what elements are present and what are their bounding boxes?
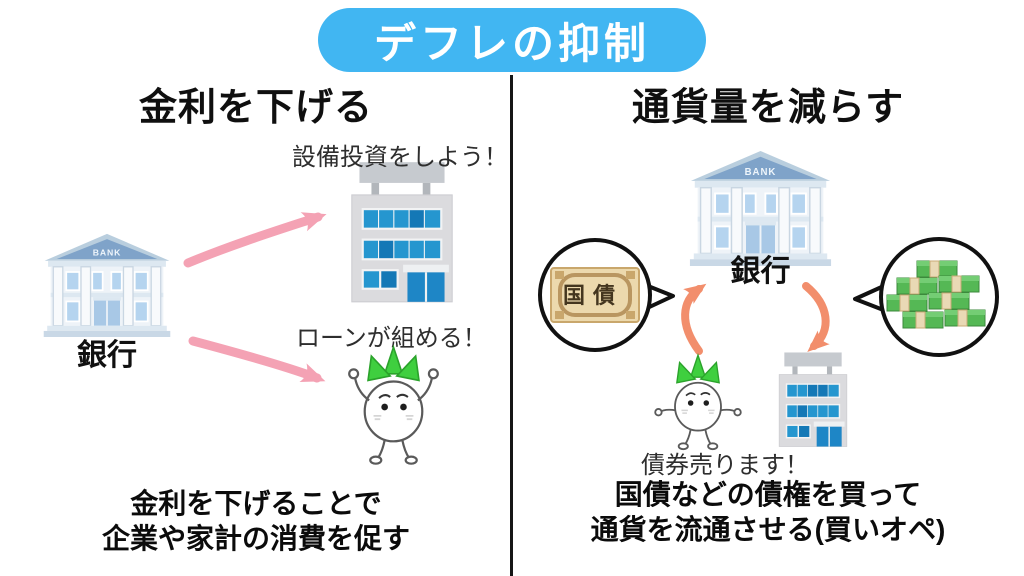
- buyer-building-icon: [778, 352, 848, 447]
- title-badge: デフレの抑制: [318, 8, 706, 72]
- right-bank-sign-text: BANK: [745, 167, 777, 178]
- divider-line: [510, 75, 513, 576]
- left-panel-heading: 金利を下げる: [138, 87, 373, 129]
- bond-label-text: 国債: [563, 283, 623, 308]
- bond-bubble: 国債: [538, 238, 675, 352]
- company-callout: 設備投資をしよう！: [292, 144, 508, 171]
- left-summary-line1: 金利を下げることで: [130, 488, 382, 519]
- left-summary-line2: 企業や家計の消費を促す: [101, 523, 410, 554]
- right-summary-line1: 国債などの債権を買って: [614, 479, 922, 510]
- right-summary: 国債などの債権を買って 通貨を流通させる(買いオペ): [512, 477, 1024, 547]
- sell-callout: 債券売ります！: [641, 452, 809, 479]
- arrow-bank-to-buyer: [802, 282, 830, 352]
- arrow-bank-to-company: [183, 212, 327, 268]
- left-bank-sign-text: BANK: [93, 248, 121, 258]
- money-bubble: [853, 237, 999, 357]
- right-summary-line2: 通貨を流通させる(買いオペ): [590, 514, 946, 545]
- page-title: デフレの抑制: [373, 19, 650, 67]
- right-panel-heading: 通貨量を減らす: [631, 87, 905, 129]
- arrow-seller-to-bank: [681, 283, 707, 355]
- company-building-icon: [351, 162, 453, 303]
- seller-character-icon: [654, 353, 742, 451]
- cheering-character-icon: [348, 345, 439, 465]
- left-summary: 金利を下げることで 企業や家計の消費を促す: [0, 486, 512, 556]
- right-bank-icon: BANK: [689, 150, 832, 266]
- bond-icon: 国債: [550, 267, 640, 323]
- right-bank-label: 銀行: [730, 255, 791, 288]
- left-bank-icon: BANK: [43, 233, 171, 337]
- money-stack-icon: [886, 260, 986, 329]
- left-bank-label: 銀行: [77, 339, 137, 372]
- loan-callout: ローンが組める！: [296, 325, 487, 352]
